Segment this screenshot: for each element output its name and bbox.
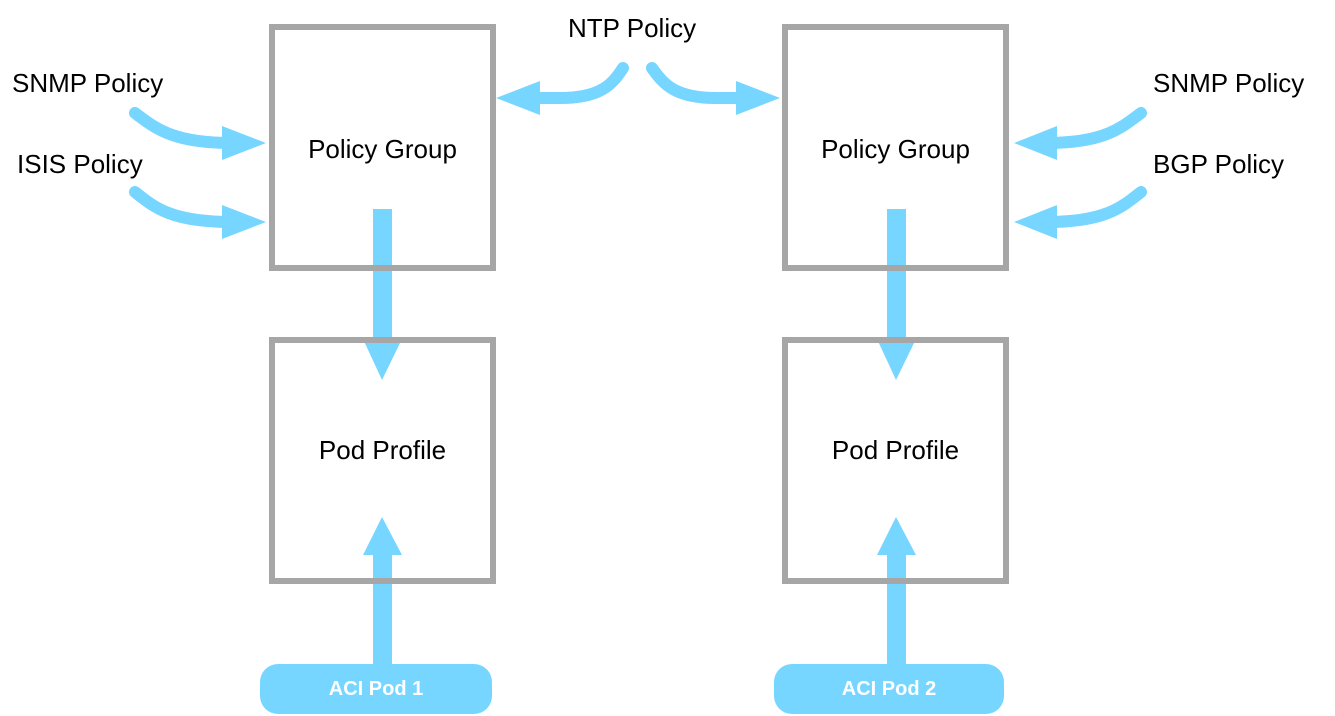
arrow-snmp-to-right-group (1041, 107, 1147, 149)
arrowhead-snmp-left (222, 126, 266, 160)
arrowhead-snmp-right (1014, 126, 1057, 160)
right-snmp-policy-label: SNMP Policy (1153, 68, 1305, 98)
arrow-ntp-to-right-group (646, 62, 750, 104)
right-pod-profile-label: Pod Profile (831, 435, 960, 465)
aci-pod-2: ACI Pod 2 (774, 664, 1004, 714)
arrowhead-pod2-to-profile (877, 517, 916, 555)
left-pod-profile-label: Pod Profile (318, 435, 447, 465)
left-pod-profile-box: Pod Profile (269, 337, 496, 584)
arrowhead-left-group-to-profile (363, 339, 402, 380)
arrowhead-ntp-left (496, 81, 540, 115)
arrow-bgp-to-right-group (1041, 186, 1147, 228)
arrow-ntp-to-left-group (526, 62, 629, 104)
arrowhead-isis-left (222, 205, 266, 239)
arrowhead-pod1-to-profile (363, 517, 402, 555)
left-policy-group-box: Policy Group (269, 24, 496, 271)
left-snmp-policy-label: SNMP Policy (12, 68, 164, 98)
left-policy-group-label: Policy Group (308, 134, 457, 164)
arrowhead-ntp-right (736, 81, 780, 115)
right-policy-group-box: Policy Group (782, 24, 1009, 271)
right-policy-group-label: Policy Group (821, 134, 970, 164)
arrow-right-group-to-profile-shaft (887, 209, 906, 341)
bgp-policy-label: BGP Policy (1153, 149, 1285, 179)
isis-policy-label: ISIS Policy (17, 149, 143, 179)
arrowhead-right-group-to-profile (877, 339, 916, 380)
aci-pod-1: ACI Pod 1 (260, 664, 492, 714)
arrowhead-bgp-right (1014, 205, 1057, 239)
arrow-snmp-to-left-group (129, 107, 238, 149)
ntp-policy-label: NTP Policy (568, 13, 697, 43)
arrow-left-group-to-profile-shaft (373, 209, 392, 341)
arrow-isis-to-left-group (129, 186, 238, 228)
right-pod-profile-box: Pod Profile (782, 337, 1009, 584)
